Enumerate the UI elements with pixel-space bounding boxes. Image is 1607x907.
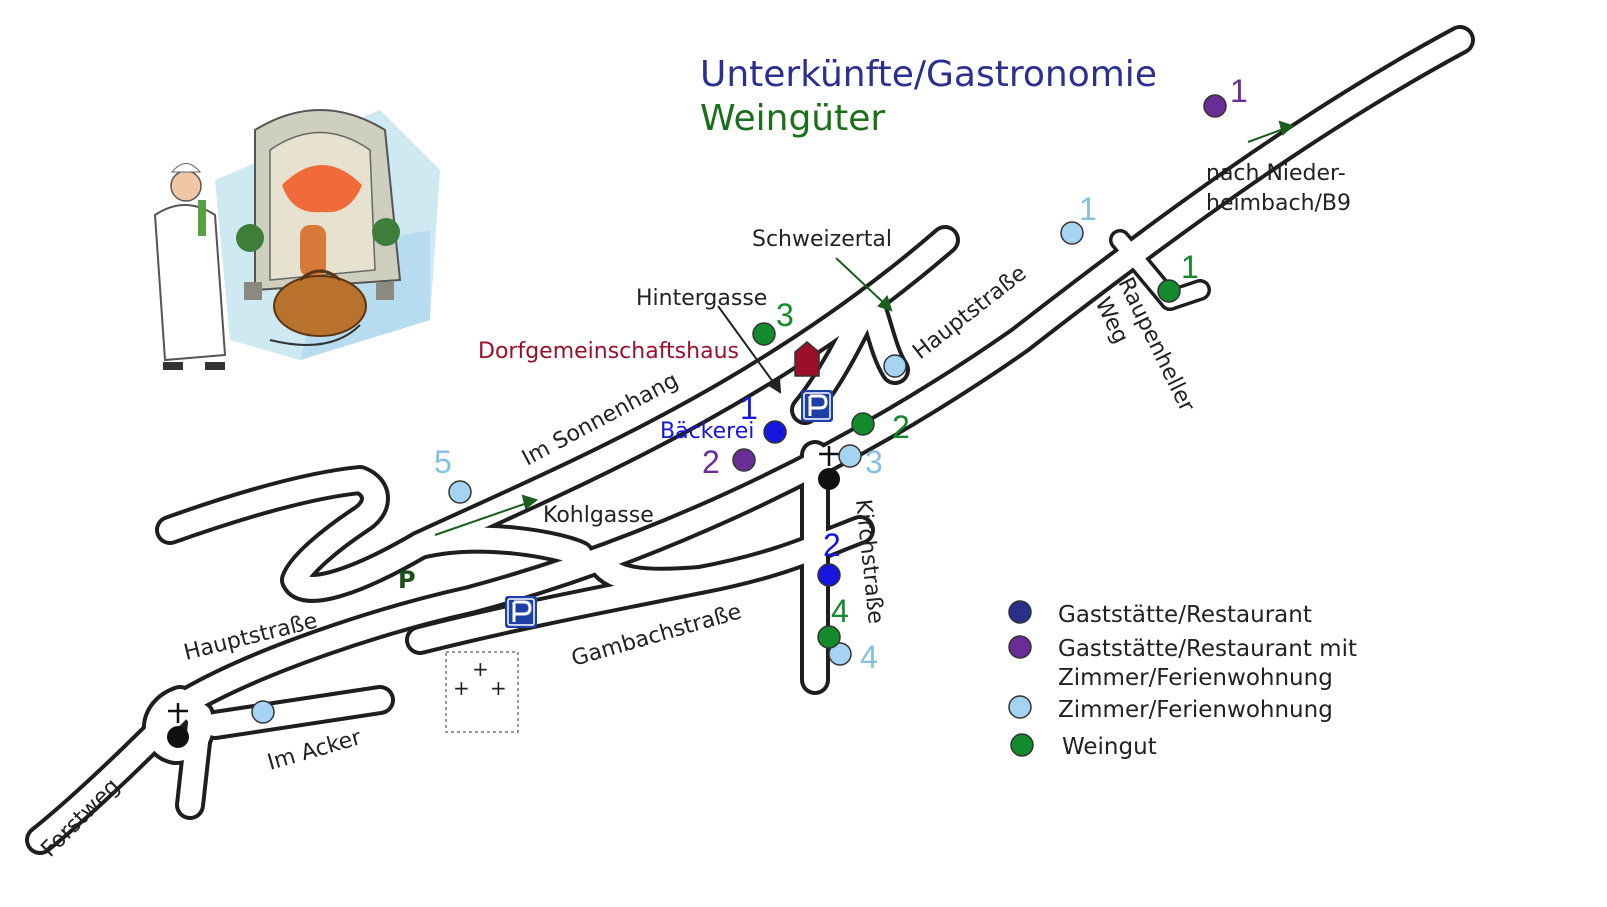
street-kohlgasse: Kohlgasse	[543, 503, 654, 528]
legend-winery-icon	[1010, 733, 1034, 757]
label-winery-2: 2	[892, 409, 910, 445]
marker-rooms-2[interactable]	[883, 354, 907, 378]
chapel-icon	[167, 703, 189, 748]
parking-label: P	[398, 566, 416, 594]
legend-restaurant-rooms-label: Gaststätte/Restaurant mit	[1058, 636, 1357, 662]
title-accommodation: Unterkünfte/Gastronomie	[700, 54, 1157, 95]
label-winery-4: 4	[831, 593, 849, 629]
legend-restaurant-rooms-label-2: Zimmer/Ferienwohnung	[1058, 665, 1333, 691]
marker-rooms-4[interactable]	[828, 642, 852, 666]
street-kirchstrasse: Kirchstraße	[850, 498, 888, 625]
hintergasse-arrow-icon	[717, 305, 782, 394]
church-icon	[818, 446, 840, 490]
label-rooms-5: 5	[434, 444, 452, 480]
marker-rooms-5[interactable]	[448, 480, 472, 504]
legend-restaurant-label: Gaststätte/Restaurant	[1058, 602, 1312, 628]
direction-niederheimbach: nach Nieder-	[1206, 161, 1346, 186]
parking-sign-icon	[801, 390, 833, 422]
marker-rooms-6[interactable]	[251, 700, 275, 724]
legend-winery-label: Weingut	[1062, 734, 1157, 760]
label-restaurant-2: 2	[823, 527, 841, 563]
legend-rooms-label: Zimmer/Ferienwohnung	[1058, 697, 1333, 723]
legend-restaurant-icon	[1008, 600, 1032, 624]
label-rooms-1: 1	[1079, 191, 1097, 227]
arrows	[434, 120, 1294, 536]
label-bakery-1: 1	[740, 390, 758, 426]
marker-restaurant-rooms-1[interactable]	[1203, 94, 1227, 118]
label-restaurant-rooms-1: 1	[1230, 73, 1248, 109]
marker-winery-4[interactable]	[817, 625, 841, 649]
community-house-icon	[794, 341, 820, 377]
marker-restaurant-2[interactable]	[817, 563, 841, 587]
street-im-acker: Im Acker	[265, 725, 365, 776]
street-schweizertal: Schweizertal	[752, 227, 892, 252]
marker-restaurant-rooms-2[interactable]	[732, 448, 756, 472]
direction-niederheimbach-2: heimbach/B9	[1206, 191, 1351, 216]
label-restaurant-rooms-2: 2	[702, 444, 720, 480]
label-rooms-3: 3	[865, 444, 883, 480]
label-winery-1: 1	[1181, 249, 1199, 285]
marker-bakery[interactable]	[763, 420, 787, 444]
svg-text:+: +	[453, 676, 470, 700]
place-baeckerei: Bäckerei	[660, 419, 754, 444]
cemetery	[445, 651, 519, 733]
marker-winery-1[interactable]	[1157, 279, 1181, 303]
legend: Gaststätte/Restaurant Gaststätte/Restaur…	[1008, 600, 1357, 760]
legend-restaurant-rooms-icon	[1008, 635, 1032, 659]
label-rooms-4: 4	[860, 639, 878, 675]
markers	[251, 94, 1227, 724]
street-hintergasse: Hintergasse	[636, 286, 767, 311]
title-wineries: Weingüter	[700, 98, 885, 139]
svg-text:+: +	[490, 676, 507, 700]
marker-rooms-1[interactable]	[1060, 221, 1084, 245]
legend-rooms-icon	[1008, 695, 1032, 719]
marker-winery-2[interactable]	[851, 412, 875, 436]
svg-text:+: +	[472, 657, 489, 681]
marker-winery-3[interactable]	[752, 322, 776, 346]
marker-rooms-3[interactable]	[838, 444, 862, 468]
waiter-illustration	[153, 109, 440, 370]
road-network	[25, 25, 1475, 855]
cemetery-cross-icon: + + +	[453, 657, 507, 700]
parking-sign-icon-2	[505, 596, 537, 628]
place-dorfgemeinschaftshaus: Dorfgemeinschaftshaus	[478, 339, 739, 364]
label-winery-3: 3	[776, 297, 794, 333]
